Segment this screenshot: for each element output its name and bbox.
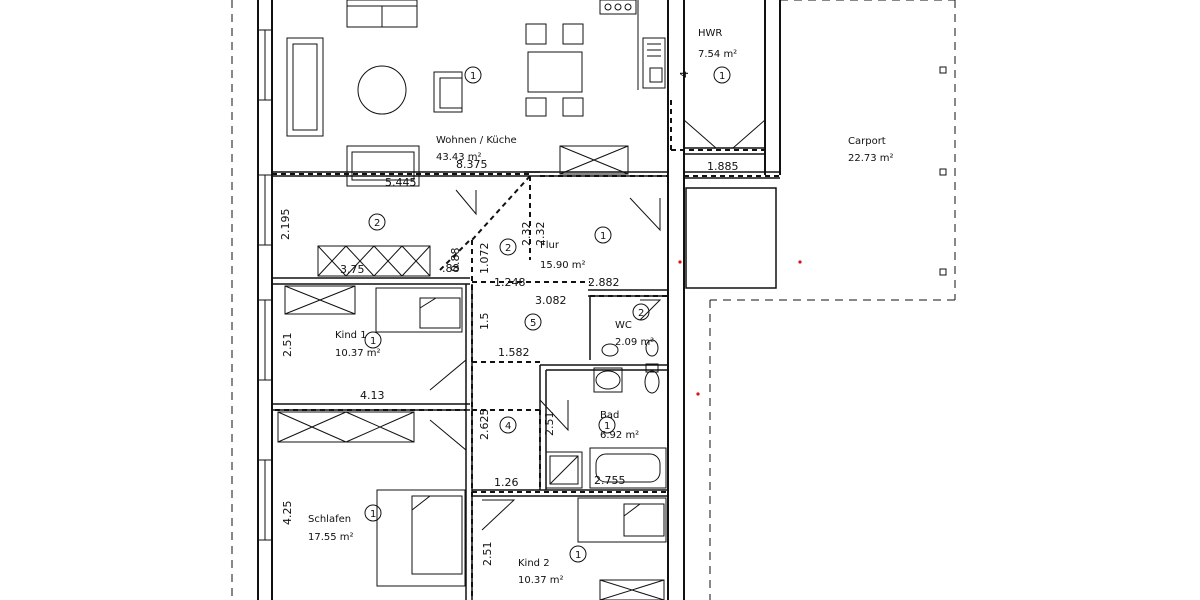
- marker-hwr: 1: [719, 71, 725, 82]
- marker-wc: 2: [638, 308, 644, 319]
- dim-413: 4.13: [360, 389, 385, 402]
- kitchen-counter: [599, 0, 666, 90]
- dim-2195: 2.195: [279, 209, 292, 241]
- wardrobe-kind1: [284, 285, 356, 315]
- room-area-wc: 2.09 m²: [615, 337, 654, 348]
- marker-dot: [798, 260, 802, 264]
- room-area-kind2: 10.37 m²: [518, 575, 564, 586]
- marker-dot: [696, 392, 700, 396]
- room-name-kind2: Kind 2: [518, 558, 550, 569]
- marker-flur: 1: [600, 231, 606, 242]
- hwr-wall-block: [685, 187, 777, 289]
- dim-15: 1.5: [478, 313, 491, 331]
- marker-kind1: 1: [370, 336, 376, 347]
- dim-2755: 2.755: [594, 474, 626, 487]
- carport-outline: [231, 0, 956, 600]
- dim-088: 0.88: [449, 248, 462, 273]
- dim-3082: 3.082: [535, 294, 567, 307]
- left-wall-windows: [257, 29, 273, 541]
- marker-lower-hall: 4: [505, 421, 511, 432]
- bed-kind1: [375, 287, 463, 333]
- dim-251b: 2.51: [543, 412, 556, 437]
- dim-5445: 5.445: [385, 176, 417, 189]
- room-area-carport: 22.73 m²: [848, 153, 894, 164]
- door-swings: [429, 189, 662, 531]
- sofa-top: [346, 0, 418, 28]
- marker-kind2: 1: [575, 550, 581, 561]
- marker-dot: [678, 260, 682, 264]
- marker-flur-left: 2: [505, 243, 511, 254]
- room-area-bad: 6.92 m²: [600, 430, 639, 441]
- bathtub: [589, 447, 667, 489]
- dim-1885: 1.885: [707, 160, 739, 173]
- marker-central: 5: [530, 318, 536, 329]
- marker-wohnen: 1: [470, 71, 476, 82]
- dim-425: 4.25: [281, 501, 294, 526]
- dim-251c: 2.51: [481, 542, 494, 567]
- carport-posts: [939, 66, 947, 276]
- dim-2625: 2.625: [478, 409, 491, 441]
- bed-schlafen: [376, 489, 466, 587]
- dim-2882: 2.882: [588, 276, 620, 289]
- room-name-schlafen: Schlafen: [308, 514, 351, 525]
- window-box-top: [559, 145, 629, 175]
- dining-set: [525, 23, 584, 117]
- dim-251a: 2.51: [281, 333, 294, 358]
- room-name-kind1: Kind 1: [335, 330, 367, 341]
- room-name-bad: Bad: [600, 410, 619, 421]
- marker-bad: 1: [604, 421, 610, 432]
- round-table: [357, 65, 407, 115]
- room-area-flur: 15.90 m²: [540, 260, 586, 271]
- dim-1072: 1.072: [478, 243, 491, 275]
- hwr-door-swing: [683, 119, 766, 149]
- dim-88: .88: [442, 262, 460, 275]
- room-area-schlafen: 17.55 m²: [308, 532, 354, 543]
- armchair: [433, 71, 463, 113]
- room-area-kind1: 10.37 m²: [335, 348, 381, 359]
- room-markers: [364, 66, 731, 563]
- bath-sink-toilet: [593, 363, 660, 394]
- shower: [545, 451, 583, 489]
- room-name-carport: Carport: [848, 136, 886, 147]
- bed-kind2: [577, 497, 667, 543]
- room-name-hwr: HWR: [698, 28, 722, 39]
- marker-schlafen: 1: [370, 509, 376, 520]
- dim-232b: 2.32: [534, 222, 547, 247]
- room-name-wohnen: Wohnen / Küche: [436, 135, 517, 146]
- dim-375: 3.75: [340, 263, 365, 276]
- wardrobe-hall: [317, 245, 431, 277]
- room-area-hwr: 7.54 m²: [698, 49, 737, 60]
- room-name-flur: Flur: [540, 240, 560, 251]
- room-area-wohnen: 43.43 m²: [436, 152, 482, 163]
- dim-126: 1.26: [494, 476, 519, 489]
- sofa-bottom: [346, 145, 420, 187]
- dim-1582: 1.582: [498, 346, 530, 359]
- marker-left-room: 2: [374, 218, 380, 229]
- sofa-left: [286, 37, 324, 137]
- dim-1248: 1.248: [494, 276, 526, 289]
- wc-fixtures: [601, 339, 659, 357]
- wardrobe-schlafen: [277, 411, 415, 443]
- dim-8375: 8.375: [456, 158, 488, 171]
- dashed-lines: [272, 100, 780, 600]
- dim-4: 4: [678, 71, 691, 78]
- wardrobe-kind2: [599, 579, 665, 600]
- room-name-wc: WC: [615, 320, 632, 331]
- dim-232a: 2.32: [520, 222, 533, 247]
